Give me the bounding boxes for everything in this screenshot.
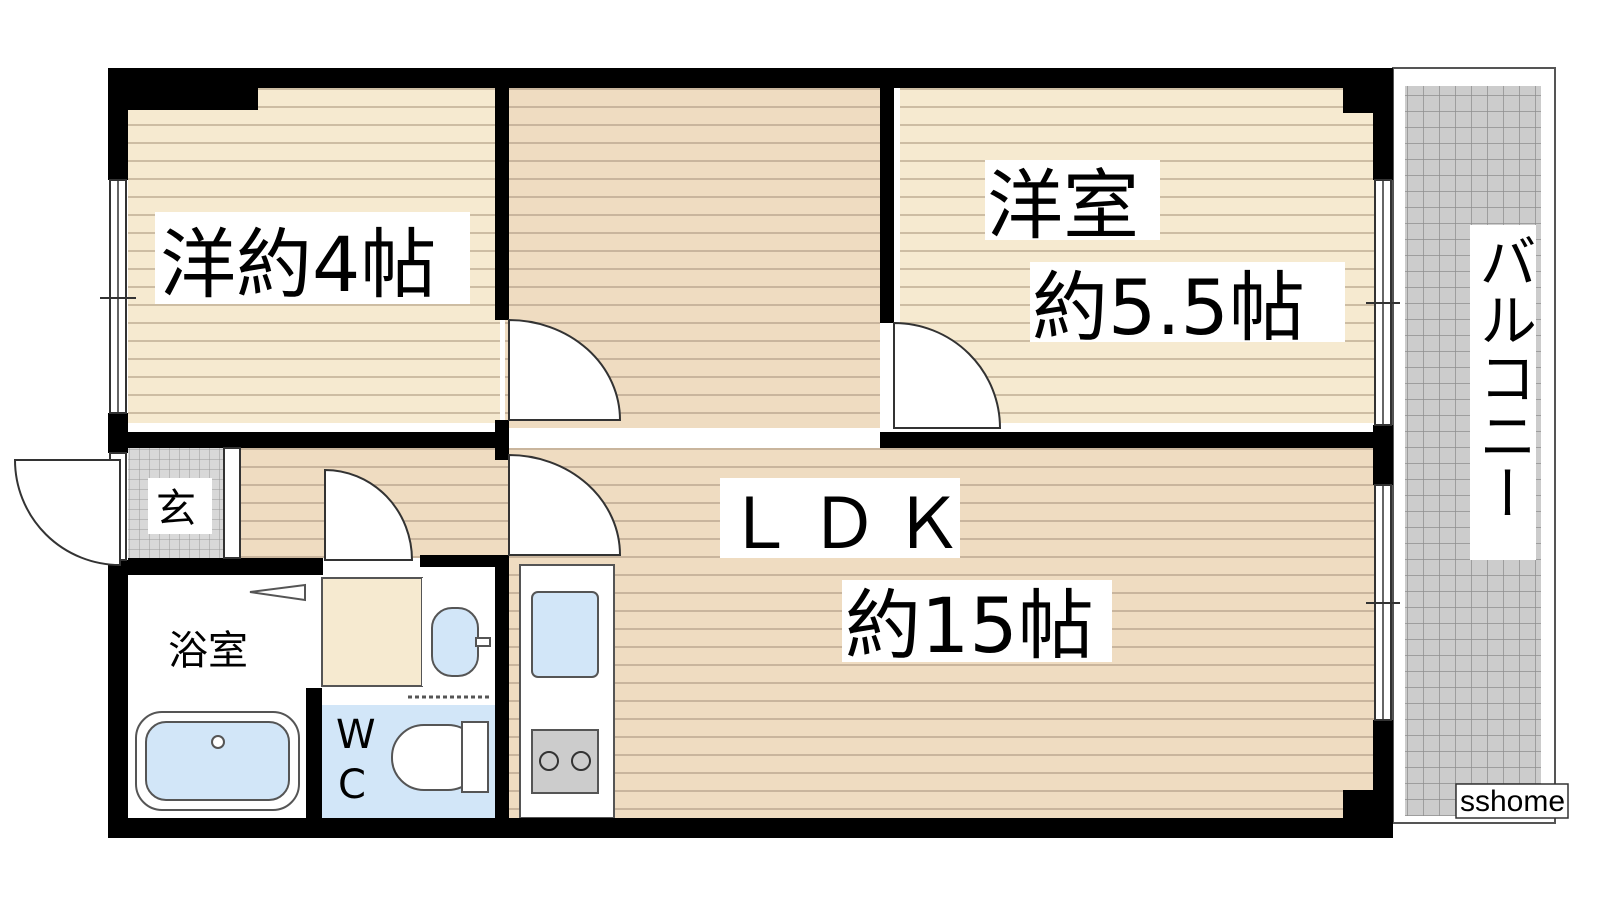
label-entrance: 玄: [156, 486, 196, 532]
shower-mark: [249, 583, 306, 602]
burner-right: [571, 751, 591, 771]
label-wc-line2: C: [338, 762, 366, 808]
label-ldk-line1: ＬＤＫ: [725, 483, 977, 565]
doors: [13, 318, 1002, 567]
walls: [108, 68, 1393, 838]
bathtub-basin: [145, 721, 290, 801]
bathroom: [128, 575, 306, 818]
label-western-55-line1: 洋室: [987, 161, 1139, 250]
window-entrance-side: [223, 447, 241, 559]
burner-left: [539, 751, 559, 771]
label-bathroom: 浴室: [168, 628, 248, 674]
kitchen-sink: [531, 591, 599, 678]
kitchen-counter: [519, 564, 615, 819]
front-door: [13, 459, 121, 567]
gas-stove: [531, 729, 599, 794]
room-labels: 洋約4帖 洋室 約5.5帖 ＬＤＫ 約15帖 玄 浴室 W C バルコニー: [148, 160, 1537, 808]
door-ldk: [508, 453, 622, 556]
door-room4: [508, 318, 622, 421]
label-western-55-line2: 約5.5帖: [1032, 263, 1305, 352]
door-room55: [893, 321, 1002, 429]
watermark-text: sshome: [1460, 785, 1565, 818]
label-ldk-line2: 約15帖: [845, 581, 1094, 670]
windows: [100, 179, 1400, 721]
door-washroom: [324, 468, 414, 561]
label-western-4: 洋約4帖: [160, 220, 436, 309]
wc: [322, 705, 495, 818]
watermark: sshome: [1455, 783, 1569, 819]
washbasin: [431, 607, 479, 677]
label-wc-line1: W: [336, 712, 376, 758]
bath-drain: [211, 735, 225, 749]
washroom: [321, 577, 495, 699]
label-balcony: バルコニー: [1469, 232, 1537, 522]
toilet-tank: [461, 721, 489, 793]
faucet: [475, 637, 491, 647]
